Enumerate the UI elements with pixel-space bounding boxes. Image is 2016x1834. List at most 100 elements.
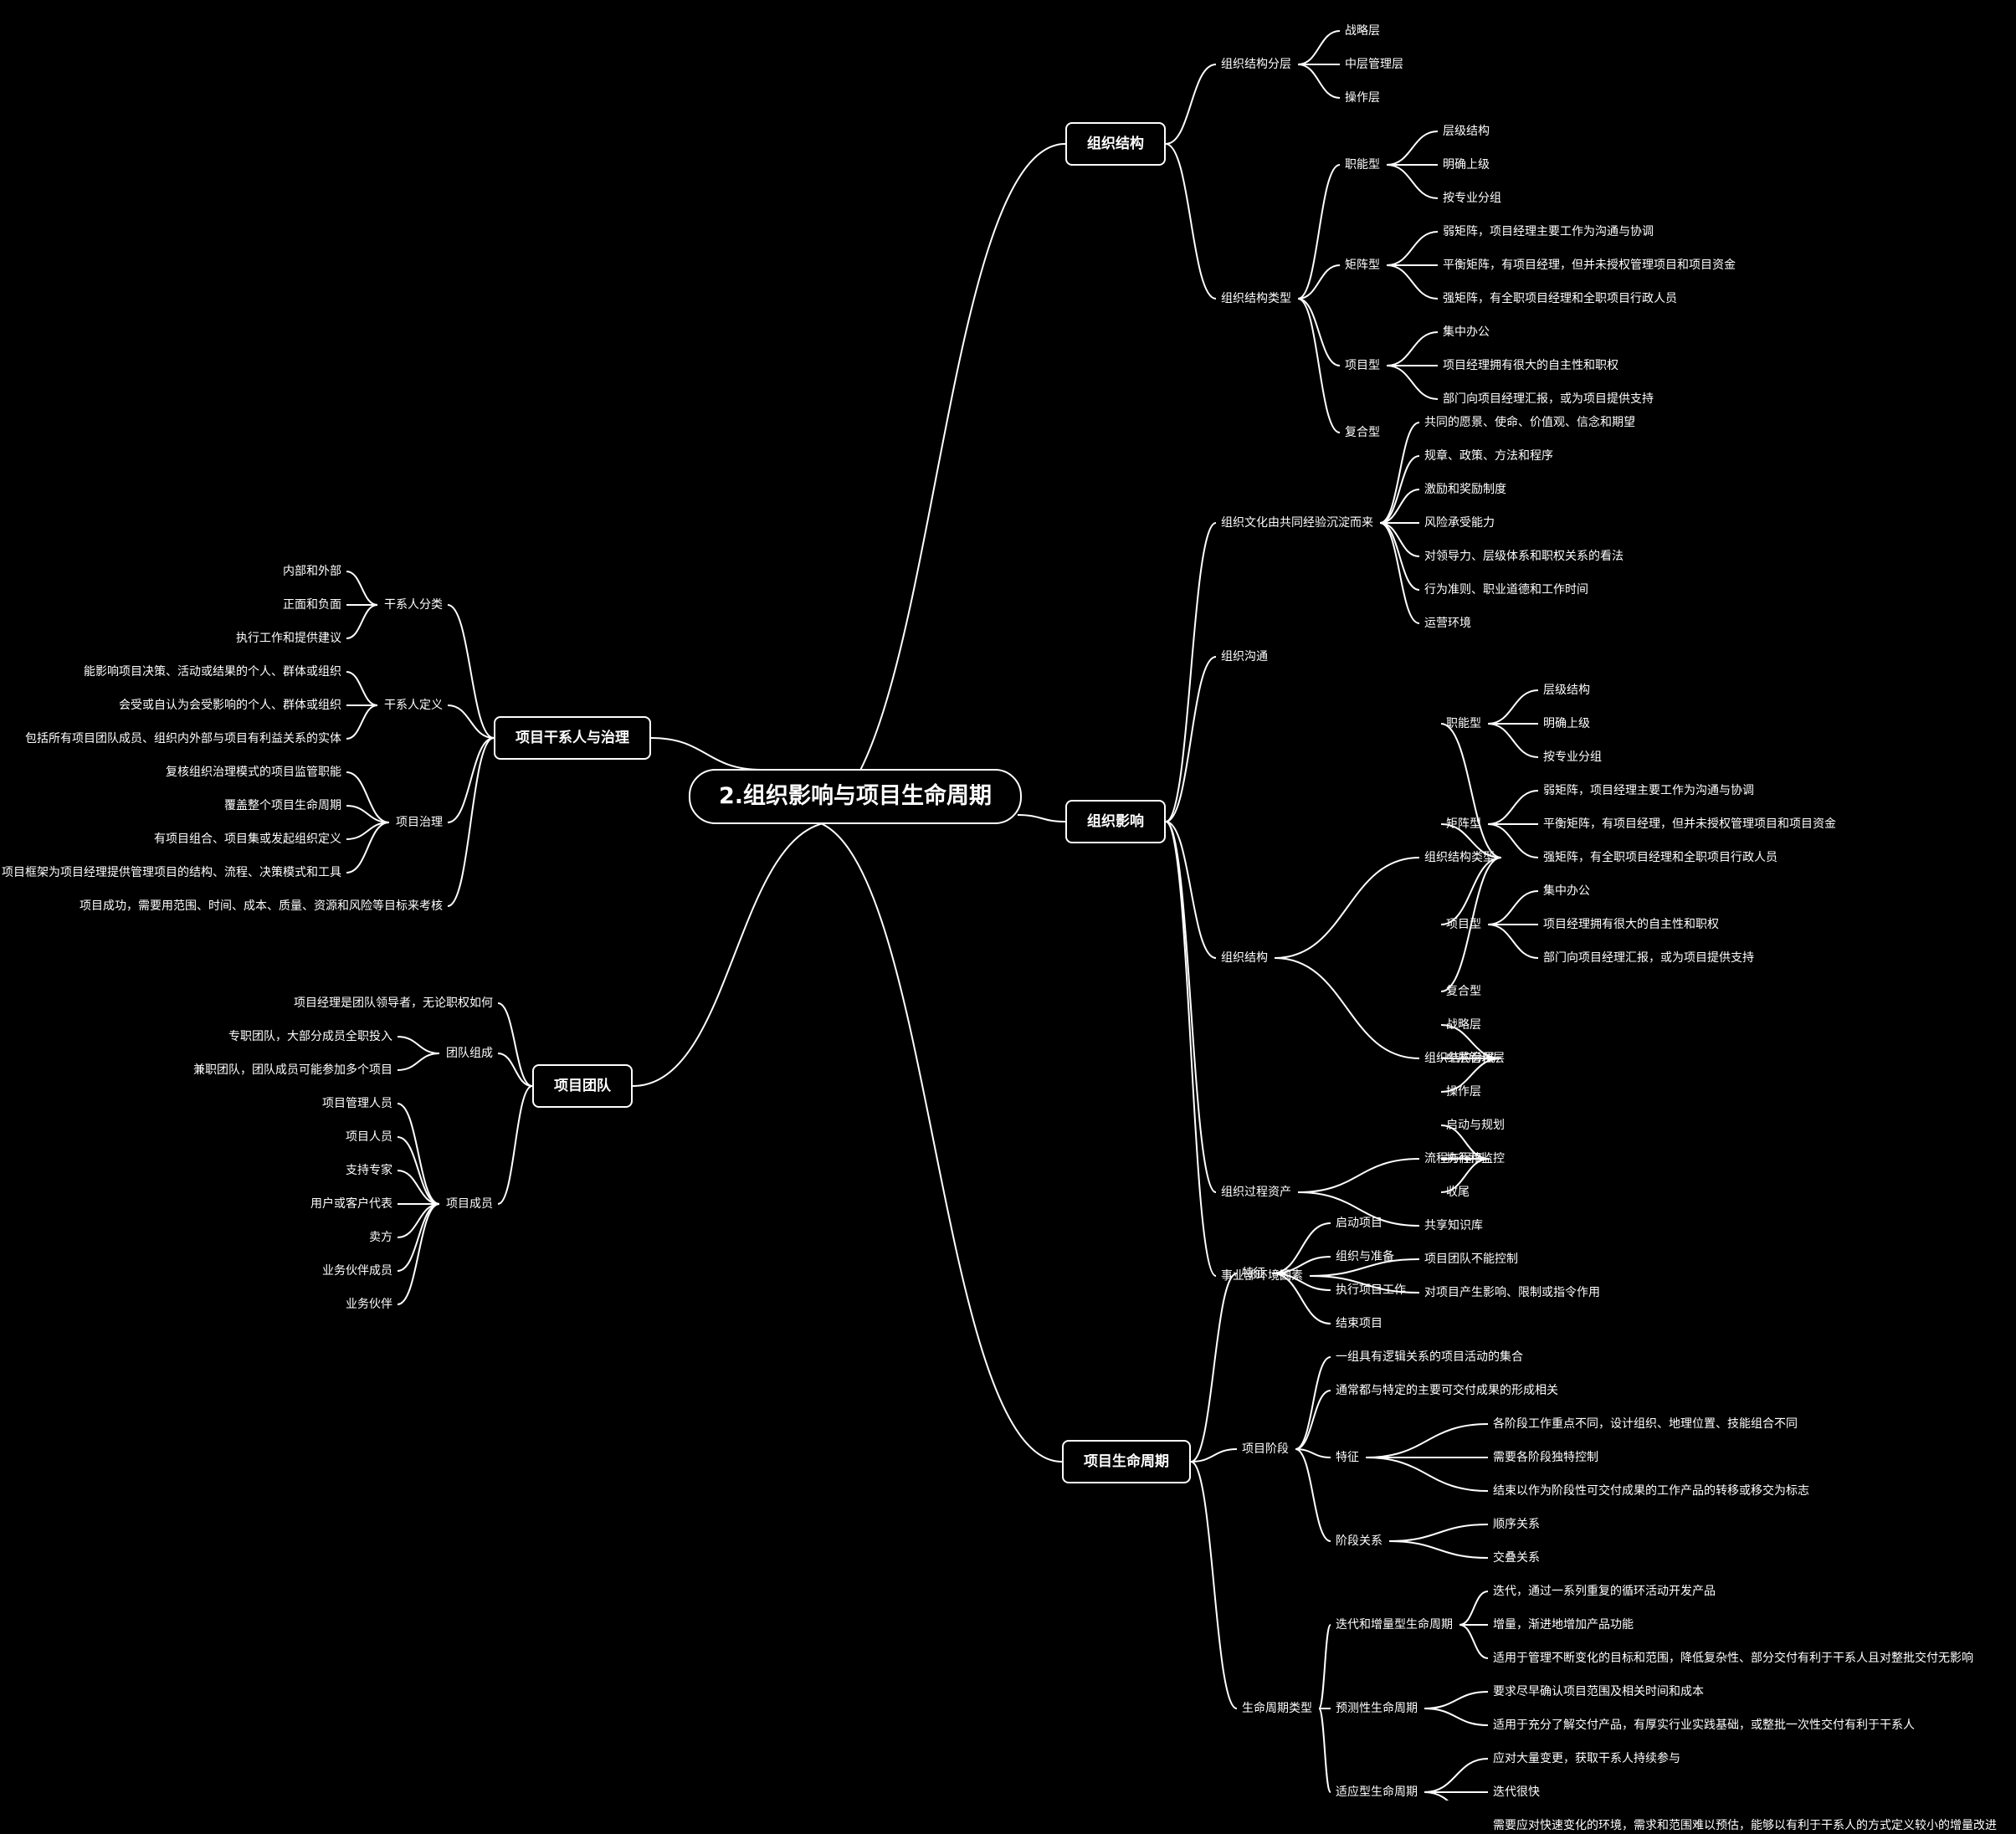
topic-node[interactable]: 弱矩阵，项目经理主要工作为沟通与协调 [1443, 225, 1654, 238]
topic-node[interactable]: 平衡矩阵，有项目经理，但并未授权管理项目和项目资金 [1443, 259, 1736, 272]
root-topic[interactable]: 2.组织影响与项目生命周期 [688, 769, 1023, 824]
topic-node[interactable]: 一组具有逻辑关系的项目活动的集合 [1336, 1350, 1523, 1364]
topic-node[interactable]: 项目治理 [396, 816, 443, 829]
topic-node[interactable]: 流程与程序 [1424, 1152, 1483, 1165]
topic-node[interactable]: 包括所有项目团队成员、组织内外部与项目有利益关系的实体 [25, 732, 341, 745]
topic-node[interactable]: 干系人定义 [384, 699, 443, 712]
topic-node[interactable]: 明确上级 [1443, 158, 1490, 172]
branch-topic[interactable]: 项目生命周期 [1062, 1440, 1191, 1483]
topic-node[interactable]: 顺序关系 [1493, 1518, 1540, 1531]
topic-node[interactable]: 激励和奖励制度 [1424, 483, 1506, 496]
topic-node[interactable]: 组织结构分层 [1221, 58, 1291, 71]
topic-node[interactable]: 预测性生命周期 [1336, 1702, 1418, 1715]
topic-node[interactable]: 对领导力、层级体系和职权关系的看法 [1424, 550, 1624, 563]
topic-node[interactable]: 层级结构 [1443, 125, 1490, 138]
topic-node[interactable]: 项目型 [1345, 359, 1380, 372]
topic-node[interactable]: 需要各阶段独特控制 [1493, 1451, 1598, 1464]
topic-node[interactable]: 业务伙伴成员 [322, 1264, 392, 1278]
topic-node[interactable]: 增量，渐进地增加产品功能 [1493, 1618, 1634, 1632]
topic-node[interactable]: 项目经理是团队领导者，无论职权如何 [294, 996, 493, 1010]
topic-node[interactable]: 组织结构分层 [1424, 1052, 1495, 1065]
topic-node[interactable]: 会受或自认为会受影响的个人、群体或组织 [119, 699, 341, 712]
topic-node[interactable]: 组织与准备 [1336, 1250, 1394, 1263]
topic-node[interactable]: 应对大量变更，获取干系人持续参与 [1493, 1752, 1680, 1765]
topic-node[interactable]: 各阶段工作重点不同，设计组织、地理位置、技能组合不同 [1493, 1417, 1798, 1431]
topic-node[interactable]: 迭代和增量型生命周期 [1336, 1618, 1453, 1632]
topic-node[interactable]: 支持专家 [346, 1164, 392, 1177]
topic-node[interactable]: 项目框架为项目经理提供管理项目的结构、流程、决策模式和工具 [2, 866, 341, 879]
topic-node[interactable]: 通常都与特定的主要可交付成果的形成相关 [1336, 1384, 1558, 1397]
topic-node[interactable]: 执行工作和提供建议 [236, 632, 341, 645]
topic-node[interactable]: 部门向项目经理汇报，或为项目提供支持 [1443, 392, 1654, 406]
branch-topic[interactable]: 组织结构 [1065, 122, 1166, 166]
topic-node[interactable]: 矩阵型 [1345, 259, 1380, 272]
topic-node[interactable]: 专职团队，大部分成员全职投入 [228, 1030, 392, 1043]
topic-node[interactable]: 矩阵型 [1446, 817, 1481, 831]
topic-node[interactable]: 组织结构 [1221, 951, 1268, 965]
topic-node[interactable]: 正面和负面 [283, 598, 341, 612]
topic-node[interactable]: 风险承受能力 [1424, 516, 1495, 530]
topic-node[interactable]: 收尾 [1446, 1186, 1470, 1199]
topic-node[interactable]: 迭代很快 [1493, 1785, 1540, 1799]
topic-node[interactable]: 特征 [1242, 1267, 1265, 1280]
topic-node[interactable]: 阶段关系 [1336, 1534, 1382, 1548]
topic-node[interactable]: 能影响项目决策、活动或结果的个人、群体或组织 [84, 665, 341, 679]
topic-node[interactable]: 团队组成 [446, 1047, 493, 1060]
topic-node[interactable]: 项目阶段 [1242, 1442, 1289, 1456]
branch-topic[interactable]: 组织影响 [1065, 800, 1166, 843]
topic-node[interactable]: 共同的愿景、使命、价值观、信念和期望 [1424, 416, 1635, 429]
topic-node[interactable]: 规章、政策、方法和程序 [1424, 449, 1553, 463]
topic-node[interactable]: 适用于充分了解交付产品，有厚实行业实践基础，或整批一次性交付有利于干系人 [1493, 1719, 1915, 1732]
topic-node[interactable]: 适应型生命周期 [1336, 1785, 1418, 1799]
branch-topic[interactable]: 项目团队 [532, 1064, 633, 1108]
branch-topic[interactable]: 项目干系人与治理 [494, 716, 651, 760]
topic-node[interactable]: 执行和监控 [1446, 1152, 1505, 1165]
topic-node[interactable]: 复核组织治理模式的项目监管职能 [166, 766, 341, 779]
topic-node[interactable]: 项目成功，需要用范围、时间、成本、质量、资源和风险等目标来考核 [80, 899, 443, 913]
topic-node[interactable]: 弱矩阵，项目经理主要工作为沟通与协调 [1543, 784, 1754, 797]
topic-node[interactable]: 执行项目工作 [1336, 1283, 1406, 1297]
topic-node[interactable]: 生命周期类型 [1242, 1702, 1312, 1715]
topic-node[interactable]: 项目成员 [446, 1197, 493, 1211]
topic-node[interactable]: 迭代，通过一系列重复的循环活动开发产品 [1493, 1585, 1716, 1598]
topic-node[interactable]: 启动项目 [1336, 1217, 1382, 1230]
topic-node[interactable]: 组织沟通 [1221, 650, 1268, 663]
topic-node[interactable]: 按专业分组 [1543, 751, 1602, 764]
topic-node[interactable]: 覆盖整个项目生命周期 [224, 799, 341, 812]
topic-node[interactable]: 职能型 [1446, 717, 1481, 730]
topic-node[interactable]: 强矩阵，有全职项目经理和全职项目行政人员 [1443, 292, 1677, 305]
topic-node[interactable]: 战略层 [1446, 1018, 1481, 1032]
topic-node[interactable]: 内部和外部 [283, 565, 341, 578]
topic-node[interactable]: 组织结构类型 [1424, 851, 1495, 864]
topic-node[interactable]: 兼职团队，团队成员可能参加多个项目 [193, 1063, 392, 1077]
topic-node[interactable]: 操作层 [1446, 1085, 1481, 1099]
topic-node[interactable]: 职能型 [1345, 158, 1380, 172]
topic-node[interactable]: 交叠关系 [1493, 1551, 1540, 1565]
topic-node[interactable]: 中层管理层 [1446, 1052, 1505, 1065]
topic-node[interactable]: 结束项目 [1336, 1317, 1382, 1330]
topic-node[interactable]: 特征 [1336, 1451, 1359, 1464]
topic-node[interactable]: 要求尽早确认项目范围及相关时间和成本 [1493, 1685, 1704, 1698]
topic-node[interactable]: 组织文化由共同经验沉淀而来 [1221, 516, 1373, 530]
topic-node[interactable]: 项目经理拥有很大的自主性和职权 [1543, 918, 1719, 931]
topic-node[interactable]: 适用于管理不断变化的目标和范围，降低复杂性、部分交付有利于干系人且对整批交付无影… [1493, 1652, 1973, 1665]
topic-node[interactable]: 事业部环境因素 [1221, 1269, 1303, 1283]
topic-node[interactable]: 强矩阵，有全职项目经理和全职项目行政人员 [1543, 851, 1777, 864]
topic-node[interactable]: 卖方 [369, 1231, 392, 1244]
topic-node[interactable]: 需要应对快速变化的环境，需求和范围难以预估，能够以有利于干系人的方式定义较小的增… [1493, 1819, 1997, 1832]
topic-node[interactable]: 项目型 [1446, 918, 1481, 931]
topic-node[interactable]: 结束以作为阶段性可交付成果的工作产品的转移或移交为标志 [1493, 1484, 1809, 1498]
topic-node[interactable]: 业务伙伴 [346, 1298, 392, 1311]
topic-node[interactable]: 按专业分组 [1443, 192, 1501, 205]
topic-node[interactable]: 中层管理层 [1345, 58, 1403, 71]
topic-node[interactable]: 项目人员 [346, 1130, 392, 1144]
topic-node[interactable]: 项目经理拥有很大的自主性和职权 [1443, 359, 1618, 372]
topic-node[interactable]: 部门向项目经理汇报，或为项目提供支持 [1543, 951, 1754, 965]
topic-node[interactable]: 干系人分类 [384, 598, 443, 612]
topic-node[interactable]: 对项目产生影响、限制或指令作用 [1424, 1286, 1600, 1299]
topic-node[interactable]: 操作层 [1345, 91, 1380, 105]
topic-node[interactable]: 明确上级 [1543, 717, 1590, 730]
topic-node[interactable]: 行为准则、职业道德和工作时间 [1424, 583, 1588, 597]
topic-node[interactable]: 集中办公 [1443, 325, 1490, 339]
topic-node[interactable]: 项目管理人员 [322, 1097, 392, 1110]
